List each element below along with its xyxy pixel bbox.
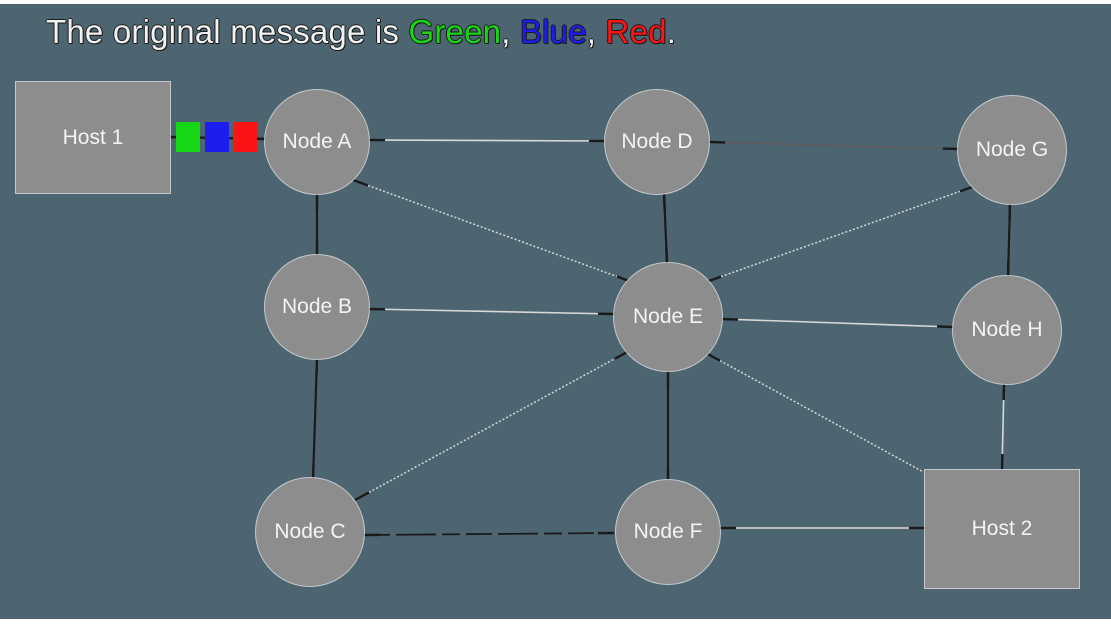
link-B-E: [368, 308, 615, 315]
node-label: Node B: [281, 295, 353, 318]
link-stub-D-E: [662, 193, 666, 211]
link-stub-E-H: [936, 325, 954, 329]
link-stub-E-H: [721, 317, 739, 321]
link-stub-B-C: [315, 358, 319, 376]
link-stub-D-E: [665, 246, 669, 264]
node-label: Node F: [633, 520, 703, 543]
node-label: Node E: [632, 305, 704, 328]
node-label: Node H: [971, 318, 1043, 341]
page-edge-top: [0, 0, 1111, 4]
node-h[interactable]: Node H: [953, 276, 1061, 384]
link-B-C: [311, 358, 319, 481]
packet-green[interactable]: [176, 122, 200, 152]
link-stub-E-host2: [705, 351, 721, 362]
link-E-H: [721, 318, 954, 328]
title-prefix: The original message is: [46, 13, 409, 50]
link-A-E: [352, 179, 633, 283]
packet-red[interactable]: [233, 122, 257, 152]
link-stub-A-E: [352, 178, 369, 187]
title-sep-2: ,: [586, 13, 606, 50]
title-word-red: Red: [605, 13, 667, 50]
title-sep-1: ,: [501, 13, 520, 50]
host-label: Host 1: [62, 125, 124, 149]
node-label: Node C: [274, 520, 346, 543]
node-e[interactable]: Node E: [614, 263, 722, 371]
host2-box[interactable]: Host 2: [925, 470, 1079, 588]
link-D-G: [708, 141, 960, 150]
node-f[interactable]: Node F: [616, 480, 720, 584]
page-edge-bottom: [0, 619, 1111, 625]
link-C-E: [354, 350, 630, 501]
page-title: The original message is Green, Blue, Red…: [46, 12, 676, 52]
link-E-host2: [705, 352, 939, 481]
node-g[interactable]: Node G: [958, 96, 1066, 204]
host-label: Host 2: [971, 517, 1033, 540]
title-word-blue: Blue: [519, 13, 587, 50]
link-A-D: [368, 139, 606, 142]
title-end: .: [666, 13, 677, 50]
node-d[interactable]: Node D: [605, 90, 709, 194]
link-C-F: [363, 532, 615, 536]
node-label: Node A: [282, 130, 352, 153]
node-b[interactable]: Node B: [265, 255, 369, 359]
node-label: Node D: [621, 130, 693, 153]
node-label: Node G: [975, 138, 1049, 161]
packet-blue[interactable]: [205, 122, 229, 152]
title-word-green: Green: [408, 13, 502, 50]
link-E-G: [705, 185, 976, 283]
link-stub-B-C: [311, 463, 315, 481]
node-a[interactable]: Node A: [265, 90, 369, 194]
link-stub-C-E: [354, 491, 370, 502]
host1-box[interactable]: Host 1: [16, 82, 170, 193]
node-c[interactable]: Node C: [256, 478, 364, 586]
